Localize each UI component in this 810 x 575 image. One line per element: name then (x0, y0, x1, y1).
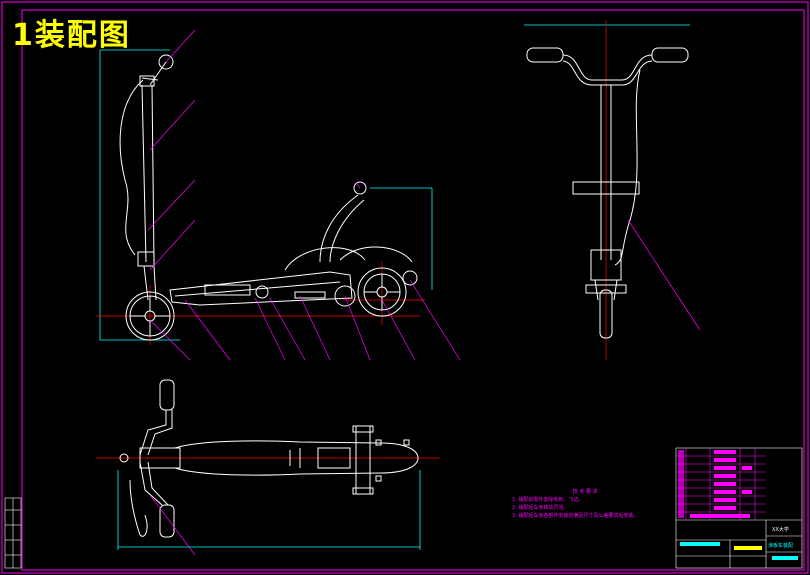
inner-frame (21, 9, 805, 571)
title-block-name: 滑板车装配 (768, 543, 794, 549)
note-line-3: 3. 装配后车身各部件安装应满足尺寸及公差要求后安装。 (512, 513, 639, 519)
left-revision-strip (4, 497, 22, 569)
technical-notes: 技 术 要 求 1. 装配前零件去除毛刺、飞边。 2. 装配后车身转动灵活。 3… (512, 488, 638, 520)
top-view (96, 379, 440, 550)
front-view (524, 20, 690, 360)
title-block (675, 447, 803, 569)
note-line-2: 2. 装配后车身转动灵活。 (512, 505, 569, 511)
side-view (96, 49, 433, 345)
title-block-org: XX大学 (772, 527, 789, 533)
front-view-leaders (627, 219, 701, 331)
drawing-title: 1装配图 (12, 18, 131, 53)
side-view-leaders (147, 29, 461, 361)
notes-heading: 技 术 要 求 (572, 489, 598, 495)
top-view-leaders (149, 494, 196, 556)
note-line-1: 1. 装配前零件去除毛刺、飞边。 (512, 497, 584, 503)
